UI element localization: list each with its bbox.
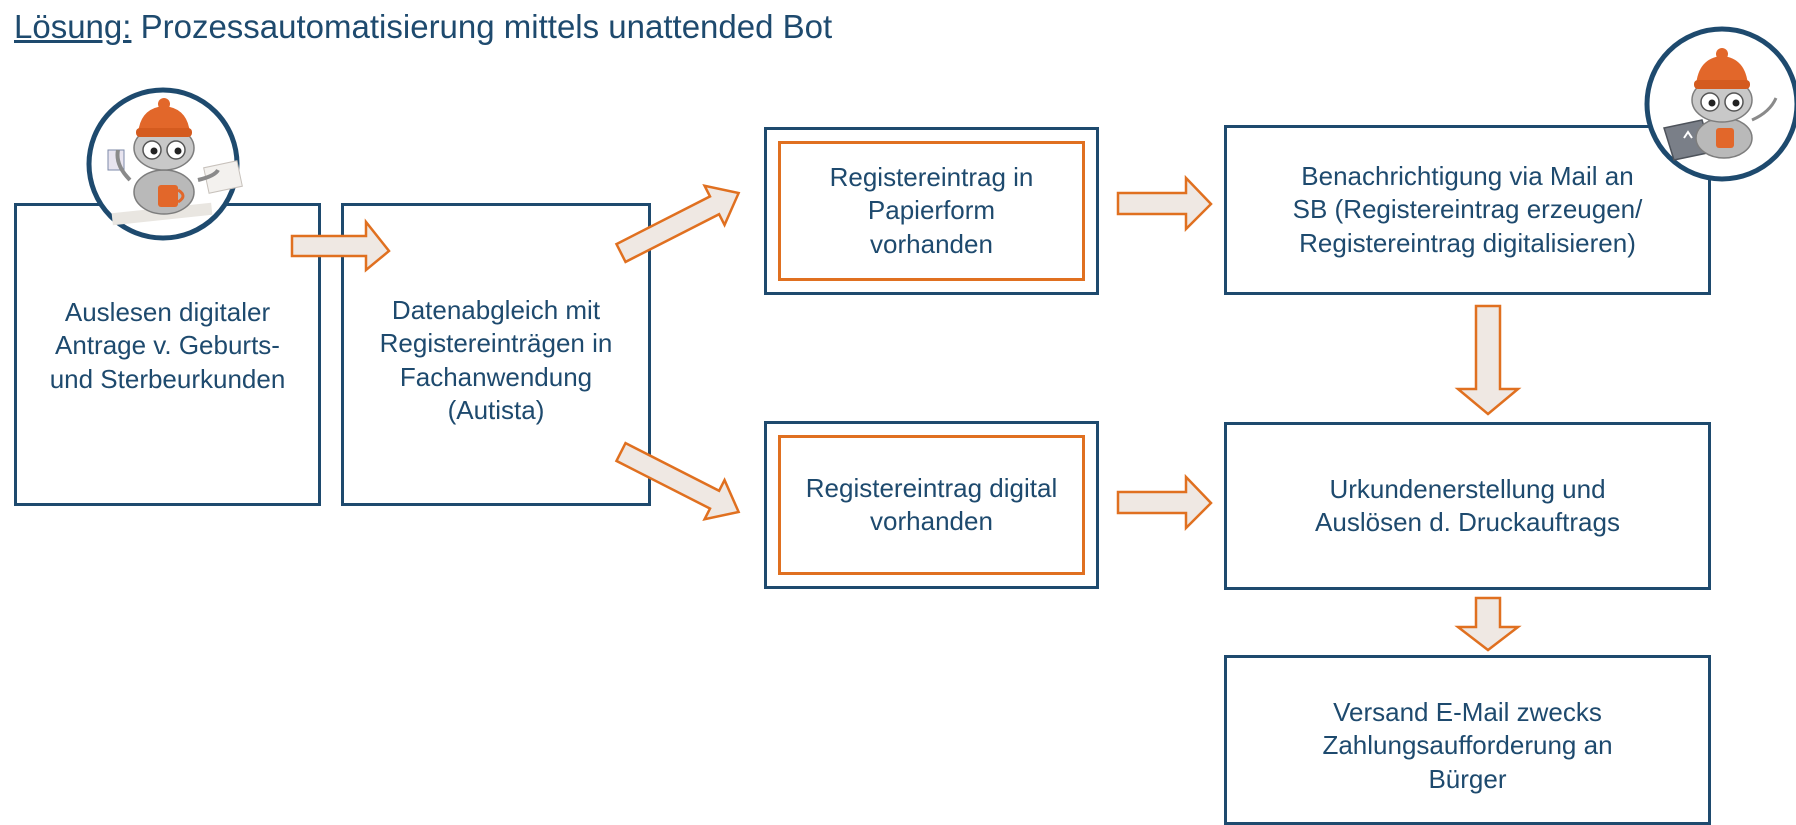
box-versand-text: Versand E-Mail zwecks Zahlungsaufforderu… <box>1322 697 1613 794</box>
box-urkunden-text: Urkundenerstellung und Auslösen d. Druck… <box>1315 473 1620 537</box>
box-papierform-text: Registereintrag in Papierform vorhanden <box>829 162 1034 259</box>
box-datenabgleich-text: Datenabgleich mit Registereinträgen in F… <box>379 295 613 425</box>
box-digital-inner: Registereintrag digital vorhanden <box>778 435 1085 575</box>
box-digital-text: Registereintrag digital vorhanden <box>805 472 1058 536</box>
arrow-diagonal-down <box>614 441 741 522</box>
title-prefix: Lösung: <box>14 8 132 45</box>
arrow-diagonal-up <box>614 183 741 264</box>
arrow-right-2 <box>1116 174 1213 233</box>
box-auslesen-text: Auslesen digitaler Antrage v. Geburts- u… <box>49 297 286 394</box>
title-text: Prozessautomatisierung mittels unattende… <box>131 8 833 45</box>
box-papierform: Registereintrag in Papierform vorhanden <box>764 127 1099 295</box>
box-digital: Registereintrag digital vorhanden <box>764 421 1099 589</box>
box-versand: Versand E-Mail zwecks Zahlungsaufforderu… <box>1224 655 1711 825</box>
arrow-right-1 <box>290 218 391 273</box>
page-title: Lösung: Prozessautomatisierung mittels u… <box>14 8 832 46</box>
robot-mascot-left-icon <box>86 87 243 241</box>
arrow-down-1 <box>1454 304 1522 416</box>
box-benachrichtigung: Benachrichtigung via Mail an SB (Registe… <box>1224 125 1711 295</box>
box-datenabgleich: Datenabgleich mit Registereinträgen in F… <box>341 203 651 506</box>
box-papierform-inner: Registereintrag in Papierform vorhanden <box>778 141 1085 281</box>
arrow-right-3 <box>1116 473 1213 532</box>
box-benachrichtigung-text: Benachrichtigung via Mail an SB (Registe… <box>1292 161 1643 258</box>
box-auslesen: Auslesen digitaler Antrage v. Geburts- u… <box>14 203 321 506</box>
arrow-down-2 <box>1454 596 1522 652</box>
robot-mascot-right-icon <box>1644 26 1796 182</box>
box-urkunden: Urkundenerstellung und Auslösen d. Druck… <box>1224 422 1711 590</box>
